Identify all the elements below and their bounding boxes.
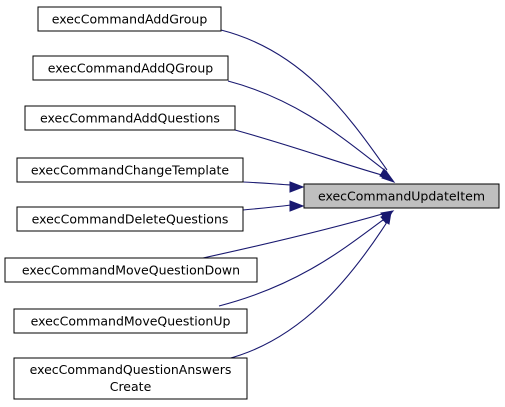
caller-node-box — [32, 55, 229, 81]
caller-node-label: execCommandChangeTemplate — [31, 163, 229, 178]
caller-node-label: execCommandAddGroup — [52, 12, 208, 27]
edge-question-answers-create — [226, 218, 390, 360]
caller-node[interactable]: execCommandQuestionAnswers Create — [13, 357, 248, 400]
edge-move-question-down — [202, 211, 390, 259]
caller-node-box — [16, 157, 244, 183]
caller-node-label: execCommandAddQGroup — [48, 61, 213, 76]
caller-node-label: execCommandAddQuestions — [40, 111, 220, 126]
arrowhead — [289, 181, 305, 193]
caller-node-box — [4, 257, 258, 283]
arrowhead — [289, 200, 305, 212]
caller-node[interactable]: execCommandAddQuestions — [24, 105, 236, 131]
target-node-label: execCommandUpdateItem — [318, 189, 485, 204]
caller-node-label: execCommandMoveQuestionUp — [31, 314, 231, 329]
edge-change-template — [242, 181, 292, 186]
target-node-box — [303, 183, 500, 209]
edge-move-question-up — [218, 216, 388, 307]
edge-add-group — [220, 29, 388, 171]
caller-node-label-line2: Create — [110, 379, 152, 394]
caller-node-label-line1: execCommandQuestionAnswers — [30, 362, 232, 377]
caller-node-box — [13, 357, 248, 400]
caller-node-box — [16, 206, 244, 232]
target-node[interactable]: execCommandUpdateItem — [303, 183, 500, 209]
caller-node[interactable]: execCommandAddGroup — [37, 6, 222, 32]
caller-node[interactable]: execCommandChangeTemplate — [16, 157, 244, 183]
caller-node-box — [13, 308, 248, 334]
edge-add-questions — [234, 129, 390, 178]
caller-node[interactable]: execCommandMoveQuestionDown — [4, 257, 258, 283]
caller-node[interactable]: execCommandAddQGroup — [32, 55, 229, 81]
edge-add-qgroup — [227, 80, 388, 173]
caller-node-label: execCommandMoveQuestionDown — [22, 263, 240, 278]
arrowheads — [289, 168, 396, 225]
caller-node[interactable]: execCommandMoveQuestionUp — [13, 308, 248, 334]
edges — [202, 29, 390, 360]
edge-delete-questions — [242, 204, 292, 211]
arrowhead — [381, 170, 396, 183]
arrowhead — [382, 210, 392, 225]
caller-node-box — [37, 6, 222, 32]
caller-node[interactable]: execCommandDeleteQuestions — [16, 206, 244, 232]
caller-node-label: execCommandDeleteQuestions — [32, 212, 229, 227]
caller-node-box — [24, 105, 236, 131]
